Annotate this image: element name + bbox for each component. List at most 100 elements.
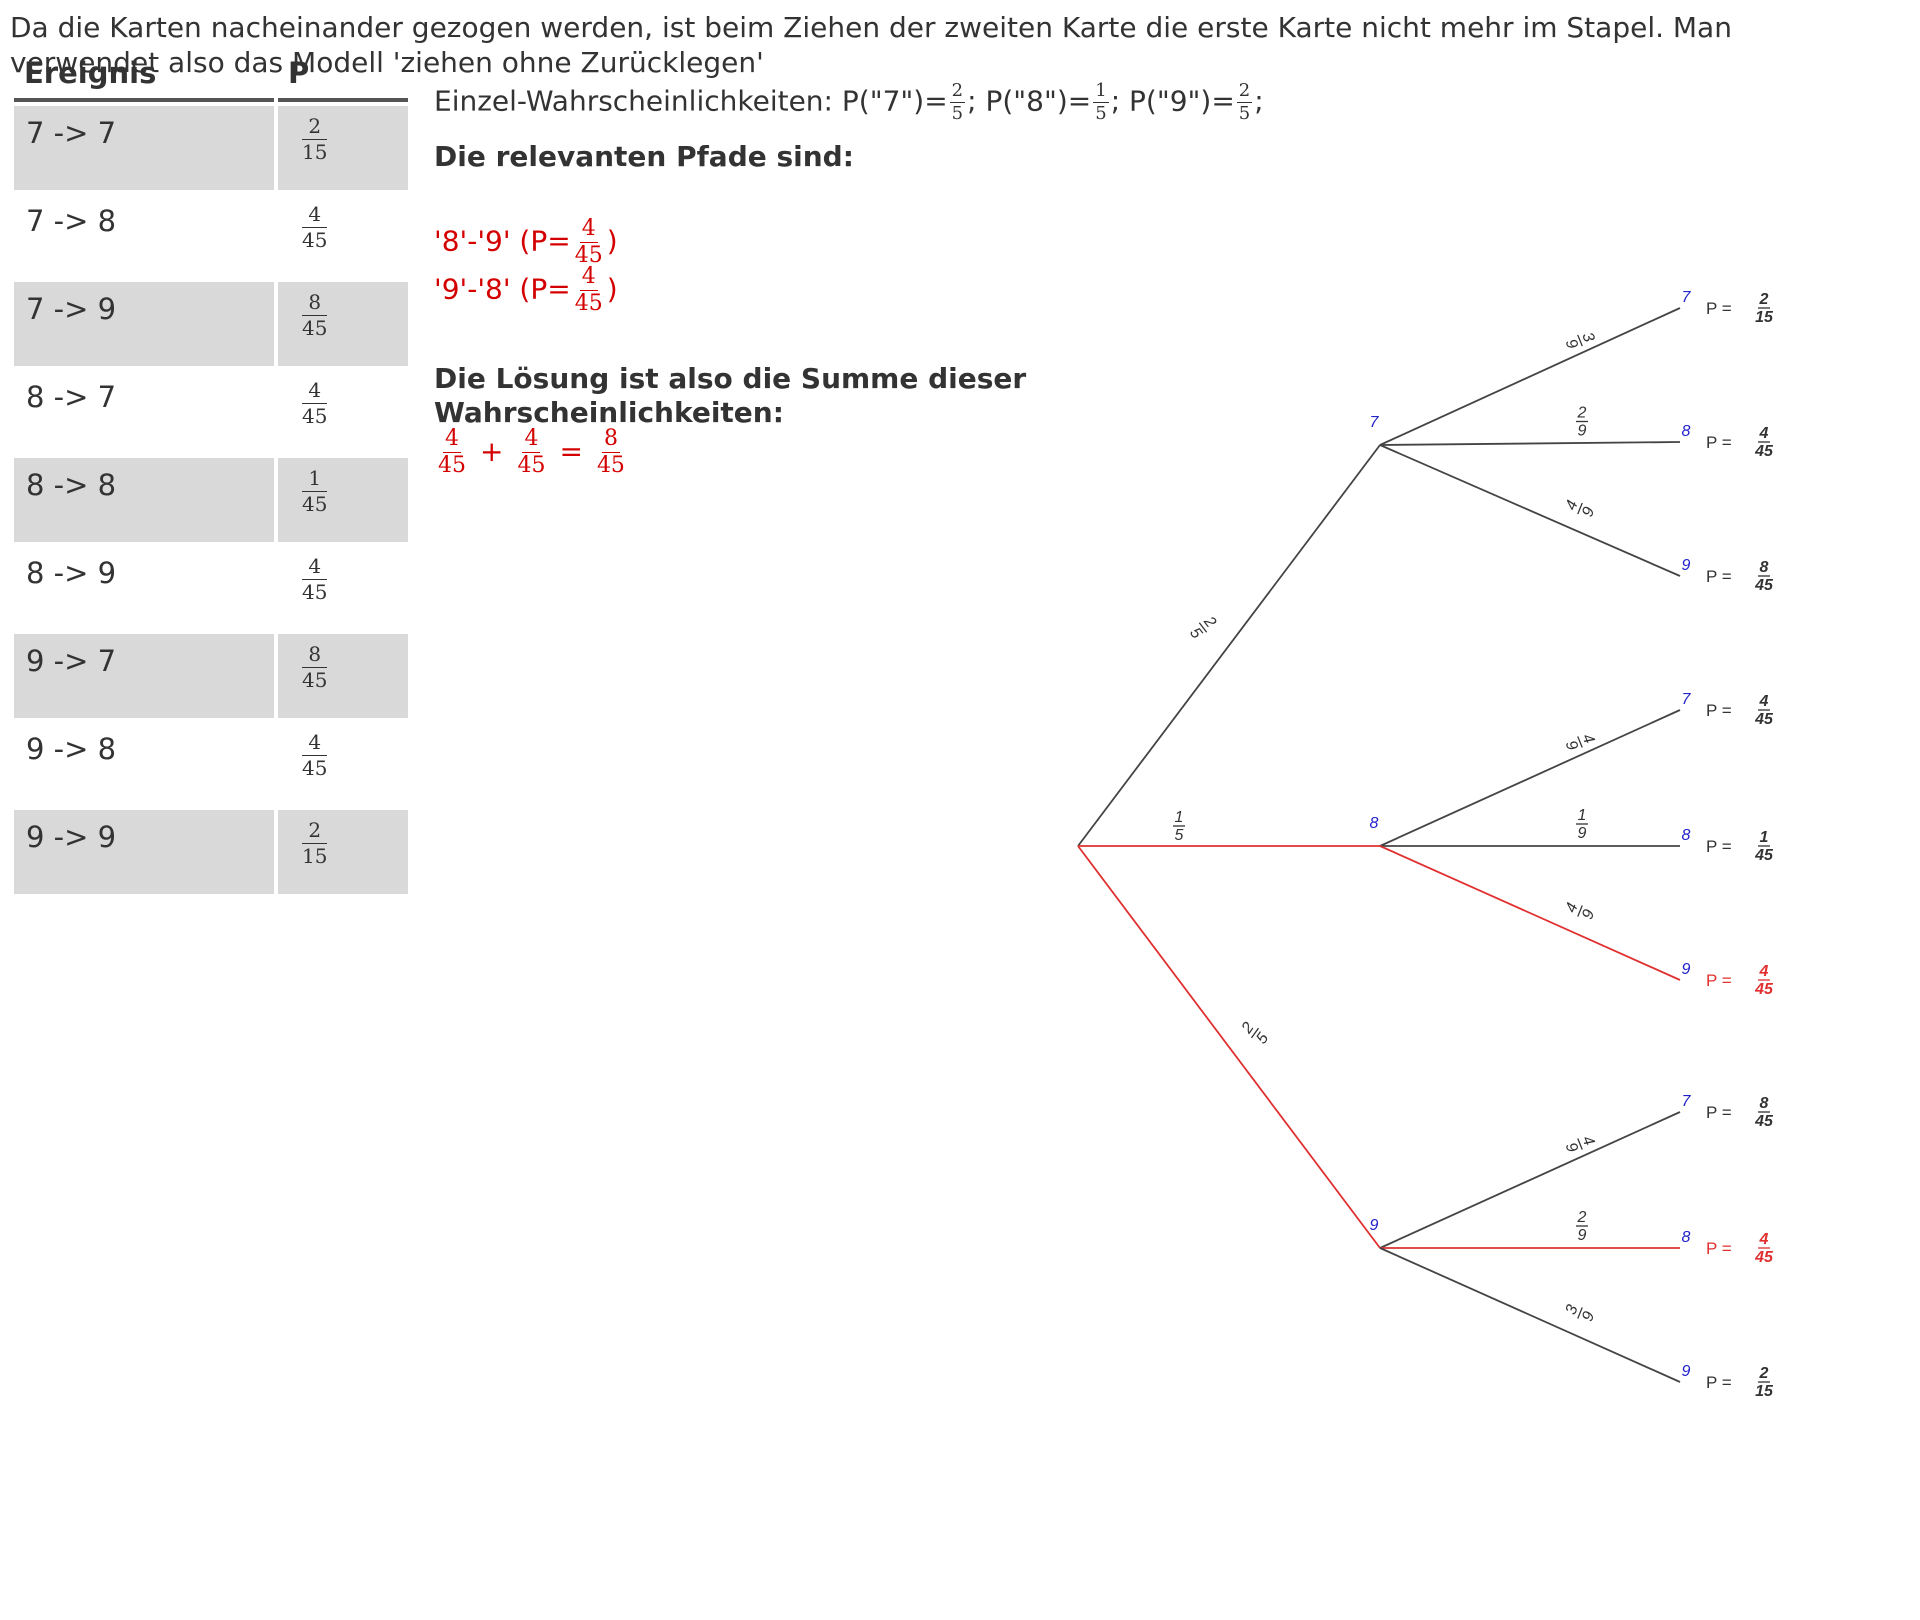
svg-text:1: 1 xyxy=(1175,809,1184,826)
leaf-node-label: 7 xyxy=(1682,691,1692,708)
leaf-node-label: 7 xyxy=(1682,289,1692,306)
leaf-node-label: 9 xyxy=(1682,1363,1691,1380)
svg-text:9: 9 xyxy=(1578,825,1587,842)
result-prefix: P = xyxy=(1706,837,1732,856)
svg-text:45: 45 xyxy=(1754,847,1774,864)
result-probability: 215 xyxy=(1755,1365,1774,1400)
event-cell: 9 -> 8 xyxy=(26,732,117,766)
svg-text:9: 9 xyxy=(1579,1309,1598,1324)
branch-probability-label: 49 xyxy=(1563,498,1599,519)
result-probability: 845 xyxy=(1754,1095,1774,1130)
result-probability: 445 xyxy=(1754,425,1774,460)
svg-text:2: 2 xyxy=(1577,405,1587,422)
svg-text:15: 15 xyxy=(1755,309,1774,326)
svg-text:4: 4 xyxy=(1759,963,1769,980)
svg-text:45: 45 xyxy=(1754,981,1774,998)
single-probs-prefix: Einzel-Wahrscheinlichkeiten: xyxy=(434,84,833,118)
event-cell: 7 -> 7 xyxy=(14,106,274,190)
branch-level2 xyxy=(1379,1111,1681,1249)
branch-level2 xyxy=(1379,845,1681,981)
svg-text:2: 2 xyxy=(1759,1365,1769,1382)
result-prefix: P = xyxy=(1706,433,1732,452)
result-prefix: P = xyxy=(1706,701,1732,720)
event-cell: 8 -> 7 xyxy=(26,380,117,414)
svg-text:5: 5 xyxy=(1175,827,1184,844)
node-label: 7 xyxy=(1370,414,1380,431)
svg-text:1: 1 xyxy=(1578,807,1587,824)
header-p: P xyxy=(278,52,408,102)
branch-probability-label: 39 xyxy=(1563,1302,1599,1324)
leaf-node-label: 8 xyxy=(1682,423,1691,440)
branch-level1 xyxy=(1077,845,1381,1249)
svg-text:8: 8 xyxy=(1760,559,1769,576)
svg-text:9: 9 xyxy=(1562,337,1581,352)
svg-text:2: 2 xyxy=(1759,291,1769,308)
svg-text:9: 9 xyxy=(1578,423,1587,440)
header-ereignis: Ereignis xyxy=(14,52,274,102)
svg-text:15: 15 xyxy=(1755,1383,1774,1400)
table-header: Ereignis P xyxy=(14,52,408,102)
leaf-node-label: 8 xyxy=(1682,1229,1691,1246)
event-cell: 9 -> 7 xyxy=(14,634,274,718)
svg-text:9: 9 xyxy=(1579,907,1598,922)
event-cell: 7 -> 9 xyxy=(14,282,274,366)
solution-heading: Die Lösung ist also die Summe dieser Wah… xyxy=(434,362,1027,429)
svg-text:5: 5 xyxy=(1253,1030,1272,1047)
leaf-node-label: 8 xyxy=(1682,827,1691,844)
result-probability: 145 xyxy=(1754,829,1774,864)
branch-probability-label: 29 xyxy=(1576,405,1588,440)
branch-probability-label: 49 xyxy=(1562,732,1598,753)
svg-text:2: 2 xyxy=(1577,1209,1587,1226)
result-prefix: P = xyxy=(1706,1103,1732,1122)
event-cell: 7 -> 8 xyxy=(26,204,117,238)
node-label: 9 xyxy=(1370,1217,1379,1234)
svg-text:5: 5 xyxy=(1186,625,1205,643)
svg-text:9: 9 xyxy=(1578,1227,1587,1244)
result-probability: 445 xyxy=(1754,963,1774,998)
svg-text:4: 4 xyxy=(1759,1231,1769,1248)
branch-level2 xyxy=(1379,709,1681,847)
relevant-paths-heading: Die relevanten Pfade sind: xyxy=(434,140,854,173)
node-label: 8 xyxy=(1370,815,1379,832)
branch-probability-label: 39 xyxy=(1562,330,1598,352)
branch-level2 xyxy=(1379,307,1681,446)
prob-9-label: P("9")= xyxy=(1129,84,1235,118)
svg-text:45: 45 xyxy=(1754,711,1774,728)
svg-text:45: 45 xyxy=(1754,1113,1774,1130)
prob-7-label: P("7")= xyxy=(841,84,948,118)
branch-probability-label: 19 xyxy=(1576,807,1588,842)
leaf-node-label: 9 xyxy=(1682,961,1691,978)
svg-text:45: 45 xyxy=(1754,1249,1774,1266)
result-probability: 845 xyxy=(1754,559,1774,594)
event-cell: 9 -> 9 xyxy=(14,810,274,894)
leaf-node-label: 9 xyxy=(1682,557,1691,574)
intro-text: Da die Karten nacheinander gezogen werde… xyxy=(10,11,1732,79)
branch-level1 xyxy=(1077,444,1381,847)
event-cell: 8 -> 8 xyxy=(14,458,274,542)
